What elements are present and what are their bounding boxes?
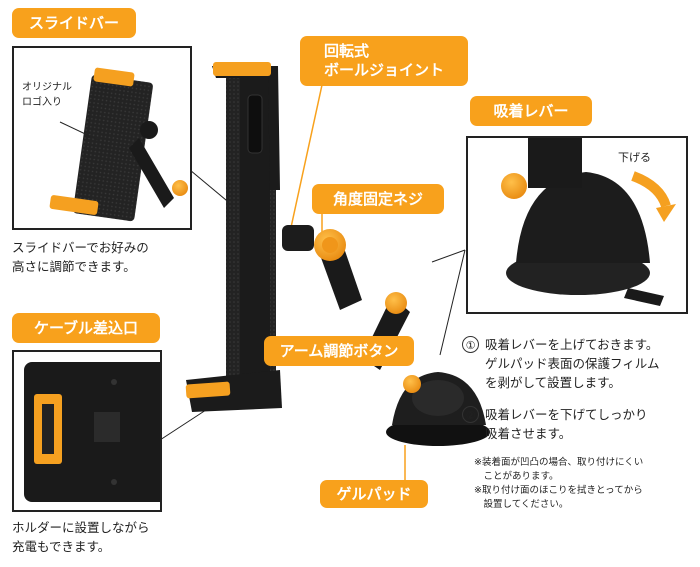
label-gel-pad: ゲルパッド bbox=[320, 480, 428, 508]
slide-bar-description: スライドバーでお好みの 高さに調節できます。 bbox=[12, 240, 149, 275]
cable-port-detail-box bbox=[12, 350, 162, 512]
step-text: 吸着レバーを下げてしっかり 吸着させます。 bbox=[485, 407, 648, 441]
label-cable-port: ケーブル差込口 bbox=[12, 313, 160, 343]
cable-port-image bbox=[24, 362, 160, 502]
label-ball-joint: 回転式 ボールジョイント bbox=[300, 36, 468, 86]
step-2: ② 吸着レバーを下げてしっかり 吸着させます。 bbox=[462, 406, 648, 444]
suction-lever-image bbox=[501, 138, 676, 306]
logo-note: オリジナル ロゴ入り bbox=[22, 82, 72, 108]
step-text: 吸着レバーを上げておきます。 ゲルパッド表面の保護フィルム を剥がして設置します… bbox=[485, 337, 660, 390]
note-2: ※取り付け面のほこりを拭きとってから 設置してください。 bbox=[474, 485, 643, 511]
step-number: ② bbox=[462, 406, 479, 423]
note-1: ※装着面が凹凸の場合、取り付けにくい ことがあります。 bbox=[474, 457, 644, 483]
step-number: ① bbox=[462, 336, 479, 353]
slide-bar-holder-image bbox=[49, 67, 188, 222]
label-arm-button: アーム調節ボタン bbox=[264, 336, 414, 366]
suction-lever-detail-box: 下げる bbox=[466, 136, 688, 314]
lower-arrow-label: 下げる bbox=[618, 151, 651, 164]
cable-port-description: ホルダーに設置しながら 充電もできます。 bbox=[12, 520, 150, 555]
label-suction-lever: 吸着レバー bbox=[470, 96, 592, 126]
slide-bar-detail-box: オリジナル ロゴ入り bbox=[12, 46, 192, 230]
label-slide-bar: スライドバー bbox=[12, 8, 136, 38]
label-angle-screw: 角度固定ネジ bbox=[312, 184, 444, 214]
step-1: ① 吸着レバーを上げておきます。 ゲルパッド表面の保護フィルム を剥がして設置し… bbox=[462, 336, 660, 392]
